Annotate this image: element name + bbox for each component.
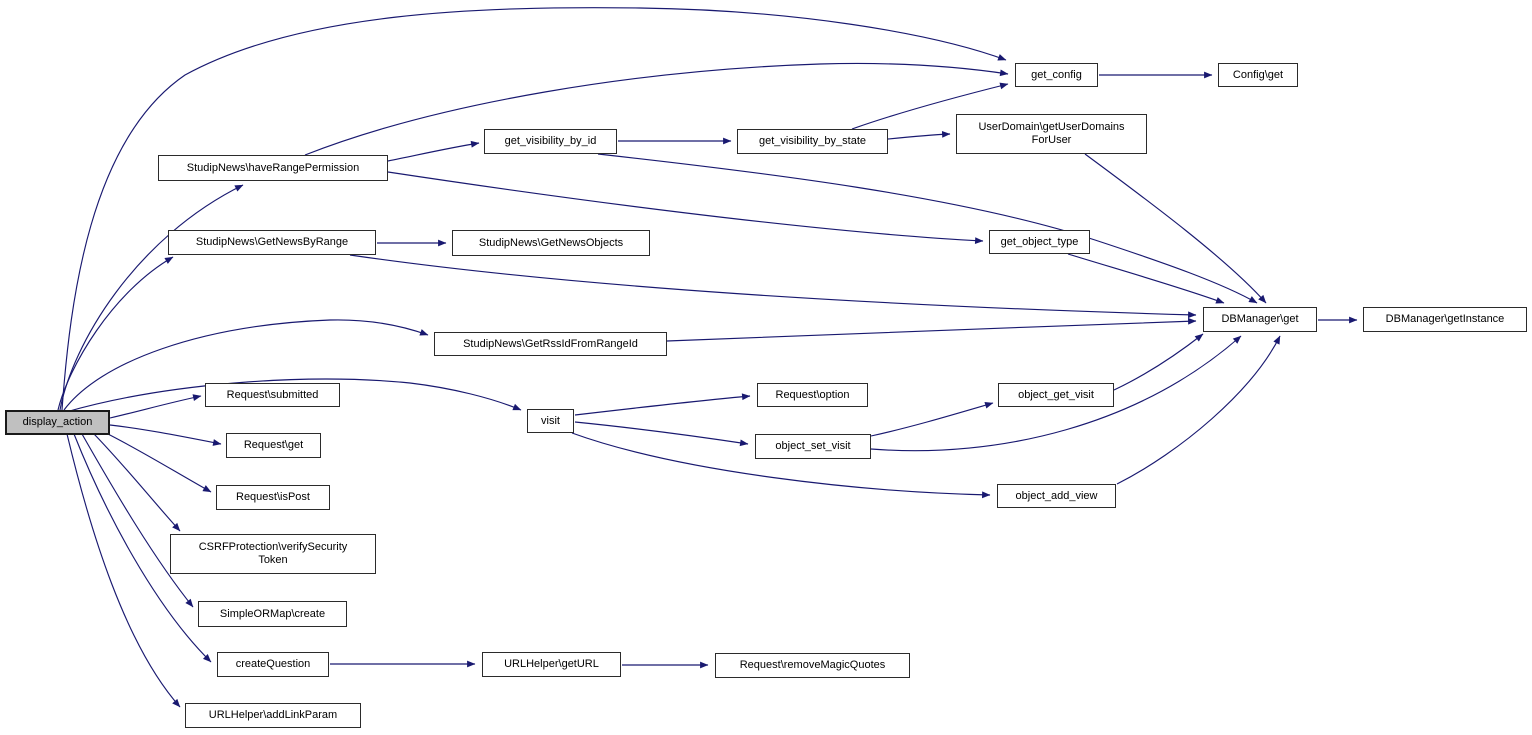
node-get-visibility-by-state[interactable]: get_visibility_by_state bbox=[737, 129, 888, 154]
node-dbmanager-get[interactable]: DBManager\get bbox=[1203, 307, 1317, 332]
node-studipnews-getnewsbyrange[interactable]: StudipNews\GetNewsByRange bbox=[168, 230, 376, 255]
node-visit[interactable]: visit bbox=[527, 409, 574, 433]
node-urlhelper-addlinkparam[interactable]: URLHelper\addLinkParam bbox=[185, 703, 361, 728]
node-request-submitted[interactable]: Request\submitted bbox=[205, 383, 340, 407]
node-studipnews-getnewsobjects[interactable]: StudipNews\GetNewsObjects bbox=[452, 230, 650, 256]
node-display-action: display_action bbox=[5, 410, 110, 435]
node-get-visibility-by-id[interactable]: get_visibility_by_id bbox=[484, 129, 617, 154]
node-request-removemagicquotes[interactable]: Request\removeMagicQuotes bbox=[715, 653, 910, 678]
node-simpleormap-create[interactable]: SimpleORMap\create bbox=[198, 601, 347, 627]
node-dbmanager-getinstance[interactable]: DBManager\getInstance bbox=[1363, 307, 1527, 332]
node-object-set-visit[interactable]: object_set_visit bbox=[755, 434, 871, 459]
node-request-option[interactable]: Request\option bbox=[757, 383, 868, 407]
node-config-get[interactable]: Config\get bbox=[1218, 63, 1298, 87]
node-get-object-type[interactable]: get_object_type bbox=[989, 230, 1090, 254]
node-csrfprotection-verifysecuritytoken[interactable]: CSRFProtection\verifySecurity Token bbox=[170, 534, 376, 574]
node-studipnews-haverangepermission[interactable]: StudipNews\haveRangePermission bbox=[158, 155, 388, 181]
node-request-get[interactable]: Request\get bbox=[226, 433, 321, 458]
node-request-ispost[interactable]: Request\isPost bbox=[216, 485, 330, 510]
node-urlhelper-geturl[interactable]: URLHelper\getURL bbox=[482, 652, 621, 677]
node-get-config[interactable]: get_config bbox=[1015, 63, 1098, 87]
node-object-add-view[interactable]: object_add_view bbox=[997, 484, 1116, 508]
node-userdomain-getuserdomainsforuser[interactable]: UserDomain\getUserDomains ForUser bbox=[956, 114, 1147, 154]
node-object-get-visit[interactable]: object_get_visit bbox=[998, 383, 1114, 407]
node-studipnews-getrssidfromrangeid[interactable]: StudipNews\GetRssIdFromRangeId bbox=[434, 332, 667, 356]
node-createquestion[interactable]: createQuestion bbox=[217, 652, 329, 677]
